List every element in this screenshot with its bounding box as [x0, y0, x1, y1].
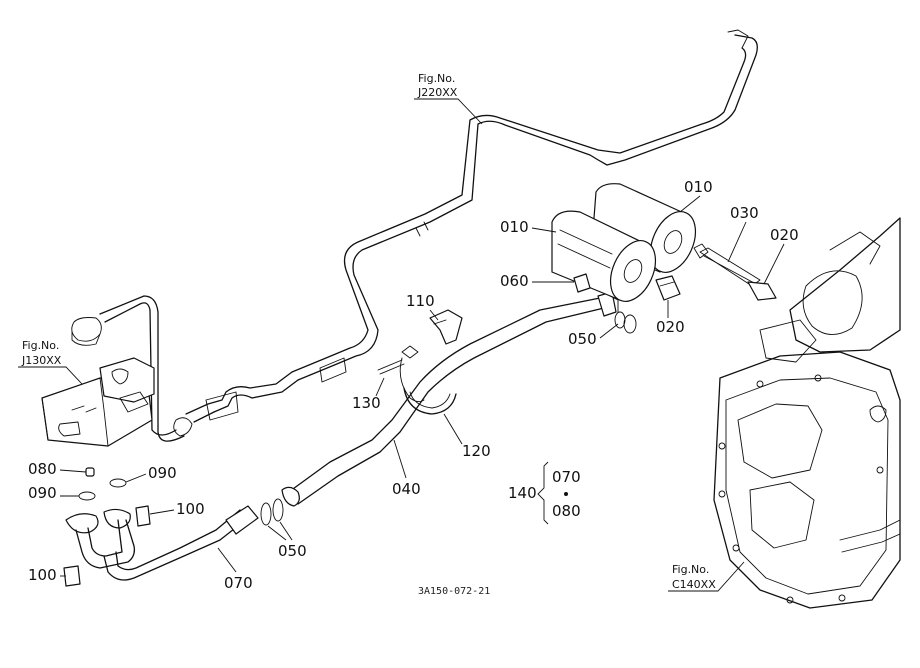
callout-110[interactable]: 110 — [406, 292, 439, 321]
svg-text:020: 020 — [770, 226, 799, 244]
pump-fittings — [63, 467, 151, 587]
hydraulic-pump — [41, 357, 155, 447]
fig-ref-c140[interactable]: Fig.No. C140XX — [668, 561, 745, 592]
svg-text:060: 060 — [500, 272, 529, 290]
kit-140-item-a: 070 — [552, 468, 581, 486]
callout-010-left[interactable]: 010 — [500, 218, 557, 236]
callout-070[interactable]: 070 — [217, 547, 253, 592]
callout-100-left[interactable]: 100 — [28, 566, 66, 584]
svg-text:040: 040 — [392, 480, 421, 498]
svg-text:030: 030 — [730, 204, 759, 222]
filter-fittings — [573, 243, 777, 334]
kit-140[interactable]: 140 070 080 — [508, 461, 581, 525]
svg-text:110: 110 — [406, 292, 435, 310]
svg-text:120: 120 — [462, 442, 491, 460]
callout-080[interactable]: 080 — [28, 460, 87, 478]
fig-ref-c140-label: Fig.No. — [672, 563, 709, 576]
svg-text:010: 010 — [684, 178, 713, 196]
svg-text:010: 010 — [500, 218, 529, 236]
callout-090-left[interactable]: 090 — [28, 484, 79, 502]
callout-050-right[interactable]: 050 — [568, 323, 619, 348]
svg-text:090: 090 — [148, 464, 177, 482]
fig-ref-j220-label: Fig.No. — [418, 72, 455, 85]
svg-text:100: 100 — [176, 500, 205, 518]
fig-ref-j130-label: Fig.No. — [22, 339, 59, 352]
drawing-code: 3A150-072-21 — [418, 586, 490, 597]
svg-text:100: 100 — [28, 566, 57, 584]
callout-060[interactable]: 060 — [500, 272, 574, 290]
kit-140-item-b: 080 — [552, 502, 581, 520]
fig-ref-j220-code: J220XX — [417, 86, 458, 99]
transmission-case — [713, 217, 901, 609]
kit-140-number: 140 — [508, 484, 537, 502]
svg-text:050: 050 — [278, 542, 307, 560]
svg-text:090: 090 — [28, 484, 57, 502]
upper-pipe-line — [71, 29, 758, 442]
pipe-070 — [75, 505, 259, 581]
clamp-and-bracket — [377, 309, 463, 415]
fig-ref-j130-code: J130XX — [21, 354, 62, 367]
svg-text:050: 050 — [568, 330, 597, 348]
fig-ref-j220[interactable]: Fig.No. J220XX — [414, 72, 483, 125]
callout-100-right[interactable]: 100 — [149, 500, 205, 518]
fig-ref-j130[interactable]: Fig.No. J130XX — [18, 339, 83, 385]
callout-120[interactable]: 120 — [443, 413, 491, 460]
callout-040[interactable]: 040 — [392, 439, 421, 498]
callout-020-right[interactable]: 020 — [763, 226, 799, 285]
callout-090-right[interactable]: 090 — [125, 464, 177, 483]
svg-text:080: 080 — [28, 460, 57, 478]
svg-text:130: 130 — [352, 394, 381, 412]
callout-010-right[interactable]: 010 — [679, 178, 713, 213]
fig-ref-c140-code: C140XX — [672, 578, 716, 591]
svg-text:020: 020 — [656, 318, 685, 336]
o-rings-050-left — [260, 498, 284, 526]
oil-filters-010 — [551, 183, 697, 302]
kit-140-dot — [564, 492, 568, 496]
callout-050-left[interactable]: 050 — [267, 521, 307, 560]
svg-text:070: 070 — [224, 574, 253, 592]
callout-020-center[interactable]: 020 — [656, 300, 685, 336]
callout-130[interactable]: 130 — [352, 377, 385, 412]
callout-030[interactable]: 030 — [727, 204, 759, 263]
